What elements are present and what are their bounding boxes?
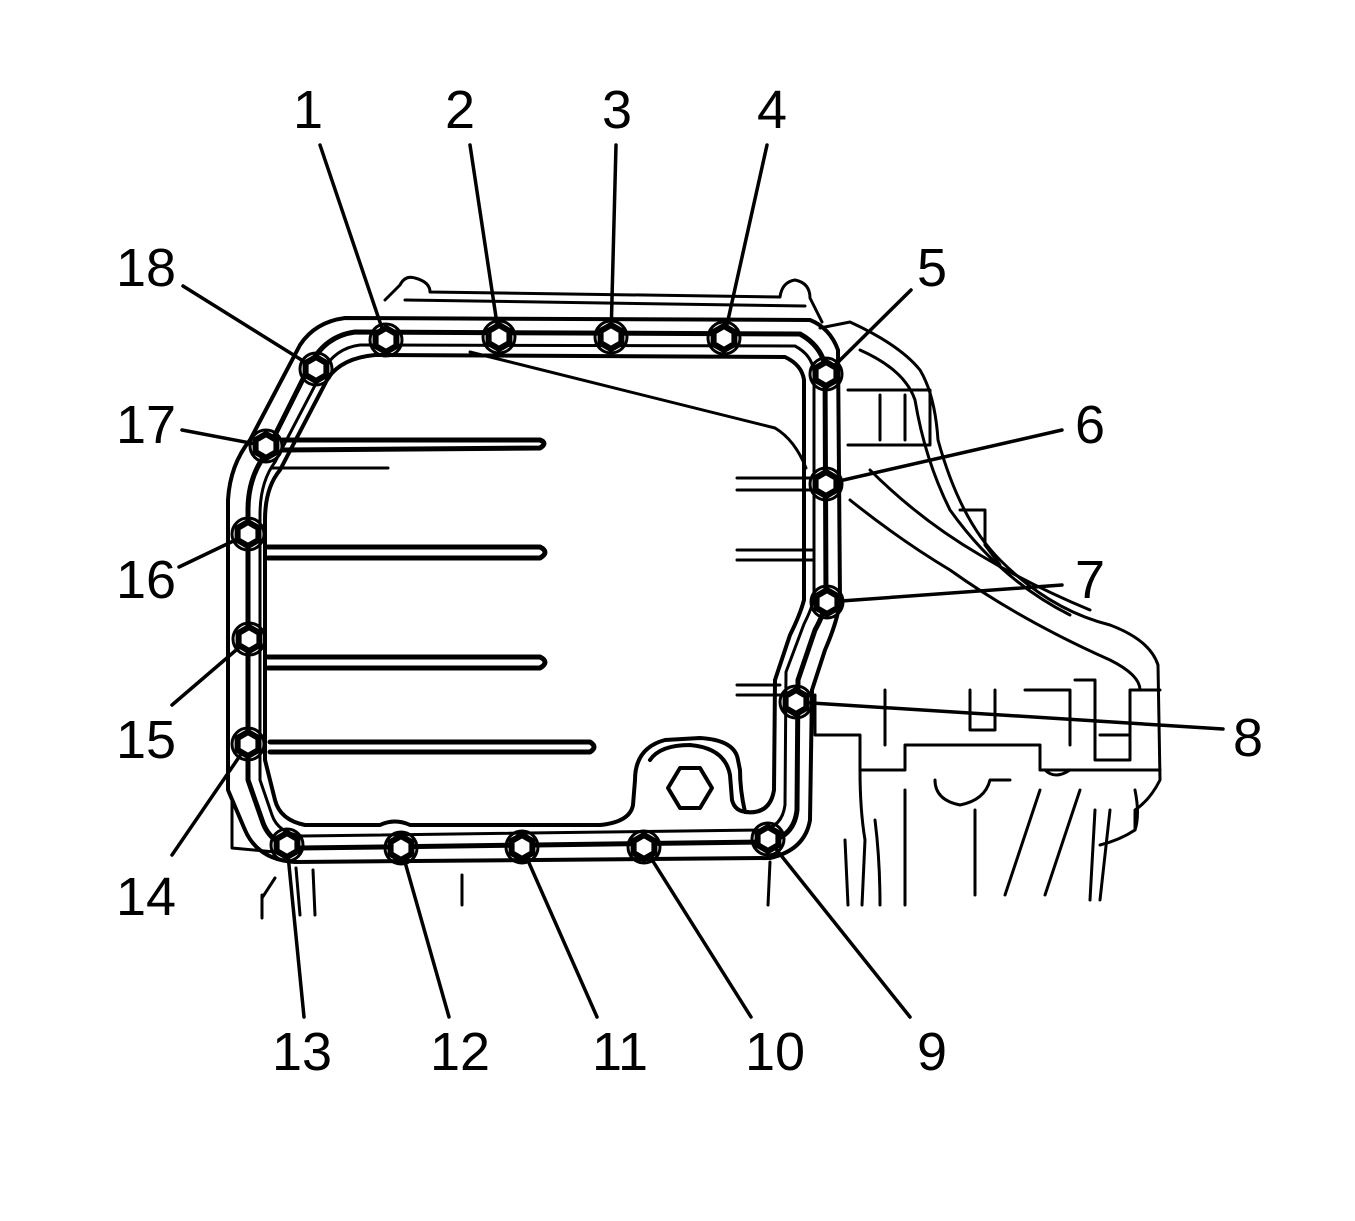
bolt-label-14: 14 xyxy=(116,867,176,927)
bolt-label-12: 12 xyxy=(430,1022,490,1082)
bolt-6 xyxy=(808,466,844,502)
bolt-label-9: 9 xyxy=(917,1022,947,1082)
bolt-washer xyxy=(230,516,266,552)
bolt-3 xyxy=(593,319,629,355)
bolt-group xyxy=(230,319,845,866)
bolt-15 xyxy=(231,621,267,657)
bolt-head xyxy=(273,830,301,860)
bolt-label-7: 7 xyxy=(1075,550,1105,610)
bolt-label-1: 1 xyxy=(293,80,323,140)
bolt-head xyxy=(813,587,841,617)
bolt-8 xyxy=(778,684,814,720)
bolt-11 xyxy=(504,829,540,865)
bolt-14 xyxy=(230,726,266,762)
bolt-7 xyxy=(809,584,845,620)
bolt-washer xyxy=(808,356,844,392)
bolt-washer xyxy=(808,466,844,502)
bolt-head xyxy=(597,322,625,352)
bolt-16 xyxy=(230,516,266,552)
bolt-washer xyxy=(230,726,266,762)
bolt-washer xyxy=(269,827,305,863)
bolt-washer xyxy=(481,319,517,355)
bolt-label-3: 3 xyxy=(602,80,632,140)
bolt-label-13: 13 xyxy=(272,1022,332,1082)
bolt-head xyxy=(754,824,782,854)
bolt-washer xyxy=(504,829,540,865)
bolt-label-4: 4 xyxy=(757,80,787,140)
bolt-washer xyxy=(778,684,814,720)
bolt-head xyxy=(812,469,840,499)
bolt-head xyxy=(630,832,658,862)
bolt-washer xyxy=(706,320,742,356)
bolt-washer xyxy=(248,428,284,464)
bolt-head xyxy=(508,832,536,862)
bolt-12 xyxy=(383,830,419,866)
bolt-label-18: 18 xyxy=(116,238,176,298)
bolt-label-17: 17 xyxy=(116,395,176,455)
bolt-5 xyxy=(808,356,844,392)
bolt-washer xyxy=(368,322,404,358)
bolt-head xyxy=(372,325,400,355)
bolt-washer xyxy=(626,829,662,865)
bolt-label-15: 15 xyxy=(116,710,176,770)
bolt-17 xyxy=(248,428,284,464)
bolt-washer xyxy=(593,319,629,355)
bolt-13 xyxy=(269,827,305,863)
bolt-18 xyxy=(298,351,334,387)
bolt-label-16: 16 xyxy=(116,550,176,610)
bolt-10 xyxy=(626,829,662,865)
bolt-washer xyxy=(298,351,334,387)
bolt-4 xyxy=(706,320,742,356)
bolt-9 xyxy=(750,821,786,857)
bolt-head xyxy=(302,354,330,384)
bolt-head xyxy=(710,323,738,353)
bolt-head xyxy=(485,322,513,352)
leader-lines xyxy=(170,143,1225,1019)
bolt-head xyxy=(252,431,280,461)
bolt-label-11: 11 xyxy=(592,1022,648,1082)
bolt-2 xyxy=(481,319,517,355)
bolt-washer xyxy=(231,621,267,657)
bolt-head xyxy=(812,359,840,389)
bolt-label-5: 5 xyxy=(917,238,947,298)
bolt-label-2: 2 xyxy=(445,80,475,140)
bolt-1 xyxy=(368,322,404,358)
bolt-label-6: 6 xyxy=(1075,395,1105,455)
transmission-housing xyxy=(813,320,1162,907)
bolt-head xyxy=(782,687,810,717)
bolt-head xyxy=(234,519,262,549)
bolt-washer xyxy=(750,821,786,857)
bolt-label-10: 10 xyxy=(745,1022,805,1082)
bolt-label-8: 8 xyxy=(1233,708,1263,768)
bolt-washer xyxy=(383,830,419,866)
bolt-head xyxy=(387,833,415,863)
bolt-head xyxy=(234,729,262,759)
bolt-head xyxy=(235,624,263,654)
bolt-washer xyxy=(809,584,845,620)
